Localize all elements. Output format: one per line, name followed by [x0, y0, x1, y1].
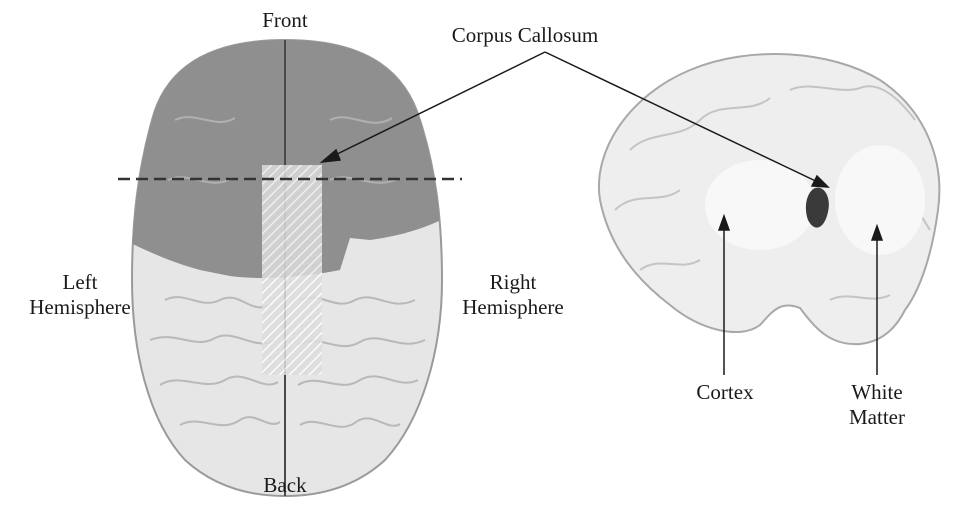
label-white-matter-line1: White [822, 380, 932, 405]
side-view-brain [599, 54, 939, 344]
corpus-callosum-region [262, 165, 322, 375]
label-white-matter-line2: Matter [822, 405, 932, 430]
label-right-hemisphere-line2: Hemisphere [448, 295, 578, 320]
label-right-hemisphere-line1: Right [448, 270, 578, 295]
label-corpus-callosum: Corpus Callosum [440, 23, 610, 48]
label-white-matter: White Matter [822, 380, 932, 430]
label-front: Front [230, 8, 340, 33]
label-left-hemisphere: Left Hemisphere [20, 270, 140, 320]
label-left-hemisphere-line2: Hemisphere [20, 295, 140, 320]
label-right-hemisphere: Right Hemisphere [448, 270, 578, 320]
label-back: Back [230, 473, 340, 498]
top-view-brain [118, 30, 462, 496]
label-cortex: Cortex [680, 380, 770, 405]
label-left-hemisphere-line1: Left [20, 270, 140, 295]
